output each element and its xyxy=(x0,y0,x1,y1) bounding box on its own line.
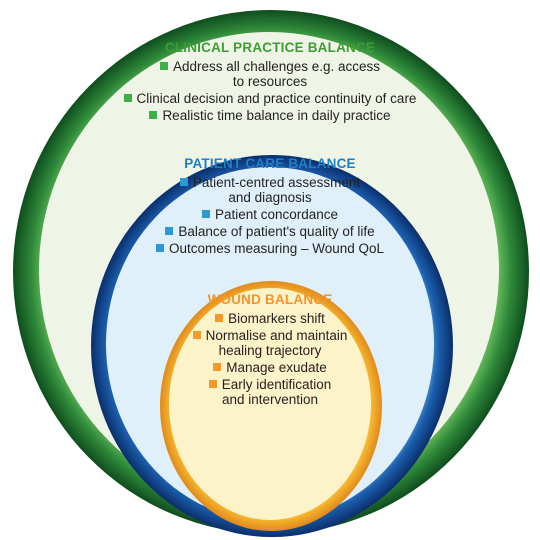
wound-item-3: Manage exudate xyxy=(160,360,380,375)
wound-item-4: Early identification and intervention xyxy=(160,377,380,407)
clinical-bullet-icon xyxy=(159,62,168,70)
patient-bullet-icon xyxy=(201,210,210,218)
patient-bullet-icon xyxy=(155,244,164,252)
wound-bullet-icon xyxy=(213,363,222,371)
wound-bullet-icon xyxy=(192,331,201,339)
patient-item-2: Patient concordance xyxy=(120,207,420,222)
clinical-item-1: Address all challenges e.g. access to re… xyxy=(90,59,450,89)
patient-title: PATIENT CARE BALANCE xyxy=(184,156,356,171)
wound-ring-fill xyxy=(169,288,371,520)
clinical-item-3: Realistic time balance in daily practice xyxy=(90,108,450,123)
patient-care-block: PATIENT CARE BALANCE Patient-centred ass… xyxy=(120,156,420,258)
wound-bullet-icon xyxy=(215,314,224,322)
wound-bullet-icon xyxy=(208,380,217,388)
patient-bullet-icon xyxy=(179,178,188,186)
clinical-title: CLINICAL PRACTICE BALANCE xyxy=(164,40,376,55)
clinical-bullet-icon xyxy=(149,111,158,119)
patient-item-4: Outcomes measuring – Wound QoL xyxy=(120,241,420,256)
clinical-bullet-icon xyxy=(123,94,132,102)
clinical-item-2: Clinical decision and practice continuit… xyxy=(90,91,450,106)
wound-block: WOUND BALANCE Biomarkers shift Normalise… xyxy=(160,292,380,409)
clinical-practice-block: CLINICAL PRACTICE BALANCE Address all ch… xyxy=(90,40,450,125)
wound-item-2: Normalise and maintain healing trajector… xyxy=(160,328,380,358)
wound-title: WOUND BALANCE xyxy=(207,292,333,307)
wound-item-1: Biomarkers shift xyxy=(160,311,380,326)
patient-bullet-icon xyxy=(165,227,174,235)
patient-item-3: Balance of patient's quality of life xyxy=(120,224,420,239)
patient-item-1: Patient-centred assessment and diagnosis xyxy=(120,175,420,205)
